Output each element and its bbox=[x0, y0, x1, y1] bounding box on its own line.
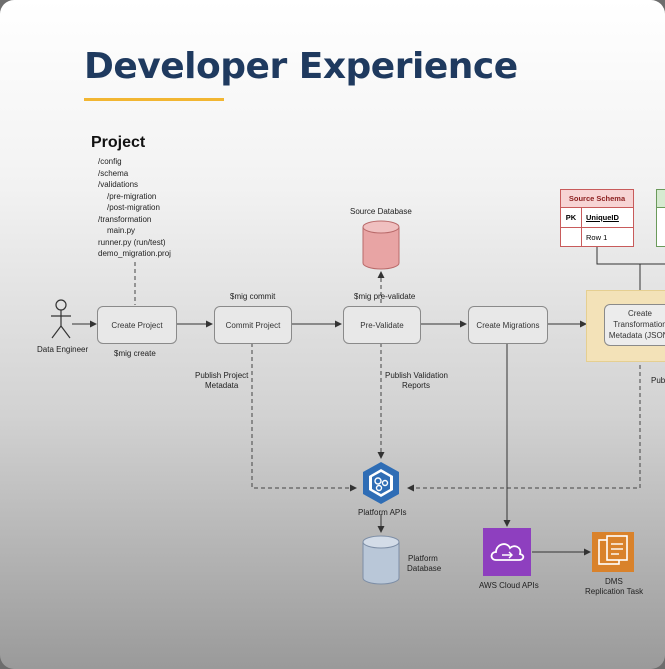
publish-validation-label-2: Reports bbox=[402, 381, 431, 390]
tree-item: /validations bbox=[98, 180, 139, 189]
create-transformation-line-1: Create bbox=[627, 309, 652, 318]
mig-commit-label: $mig commit bbox=[230, 292, 276, 301]
tree-item: /pre-migration bbox=[107, 191, 157, 201]
target-schema-table bbox=[656, 189, 665, 247]
schema-row: Row 1 bbox=[586, 233, 608, 242]
publish-project-label-2: Metadata bbox=[205, 381, 239, 390]
platform-apis-label: Platform APIs bbox=[358, 508, 407, 517]
mig-create-label: $mig create bbox=[114, 349, 156, 358]
dms-label-1: DMS bbox=[605, 577, 623, 586]
create-migrations-step: Create Migrations bbox=[468, 306, 548, 344]
create-transformation-step: Create Transformation Metadata (JSON) bbox=[604, 304, 665, 346]
source-db-label: Source Database bbox=[350, 207, 412, 216]
tree-item: main.py bbox=[107, 226, 136, 235]
platform-db-label-1: Platform bbox=[408, 554, 438, 563]
mig-prevalidate-label: $mig pre-validate bbox=[354, 292, 416, 301]
actor-label: Data Engineer bbox=[37, 345, 89, 354]
title-underline bbox=[84, 98, 224, 101]
tree-item: demo_migration.proj bbox=[98, 249, 171, 258]
tree-item: /schema bbox=[98, 168, 129, 178]
aws-cloud-label: AWS Cloud APIs bbox=[479, 581, 539, 590]
create-project-step: Create Project bbox=[97, 306, 177, 344]
dms-label-2: Replication Task bbox=[585, 587, 644, 596]
database-icon bbox=[362, 220, 400, 270]
page-title: Developer Experience bbox=[84, 46, 518, 87]
tree-item: /config bbox=[98, 157, 122, 166]
tree-item: /post-migration bbox=[107, 203, 160, 212]
pk-label: PK bbox=[561, 208, 582, 227]
aws-cloud-icon bbox=[483, 528, 531, 576]
create-transformation-line-3: Metadata (JSON) bbox=[608, 331, 665, 340]
database-icon bbox=[362, 535, 400, 585]
pre-validate-step: Pre-Validate bbox=[343, 306, 421, 344]
commit-project-step: Commit Project bbox=[214, 306, 292, 344]
tree-item: runner.py (run/test) bbox=[98, 237, 166, 247]
stick-figure-icon bbox=[51, 299, 71, 339]
key-field: UniqueID bbox=[586, 213, 619, 222]
source-schema-title: Source Schema bbox=[561, 190, 633, 208]
create-transformation-line-2: Transformation bbox=[613, 320, 665, 329]
publish-validation-label-1: Publish Validation bbox=[385, 371, 449, 380]
publish-cut-label: Publ bbox=[651, 376, 665, 385]
platform-db-label-2: Database bbox=[407, 564, 442, 573]
project-tree: /config /schema /validations /pre-migrat… bbox=[98, 156, 171, 260]
platform-apis-icon bbox=[363, 462, 399, 504]
project-heading: Project bbox=[91, 134, 146, 151]
dms-icon bbox=[592, 532, 634, 572]
publish-project-label-1: Publish Project bbox=[195, 371, 249, 380]
tree-item: /transformation bbox=[98, 214, 152, 224]
source-schema-table: Source Schema PK UniqueID Row 1 bbox=[560, 189, 634, 247]
